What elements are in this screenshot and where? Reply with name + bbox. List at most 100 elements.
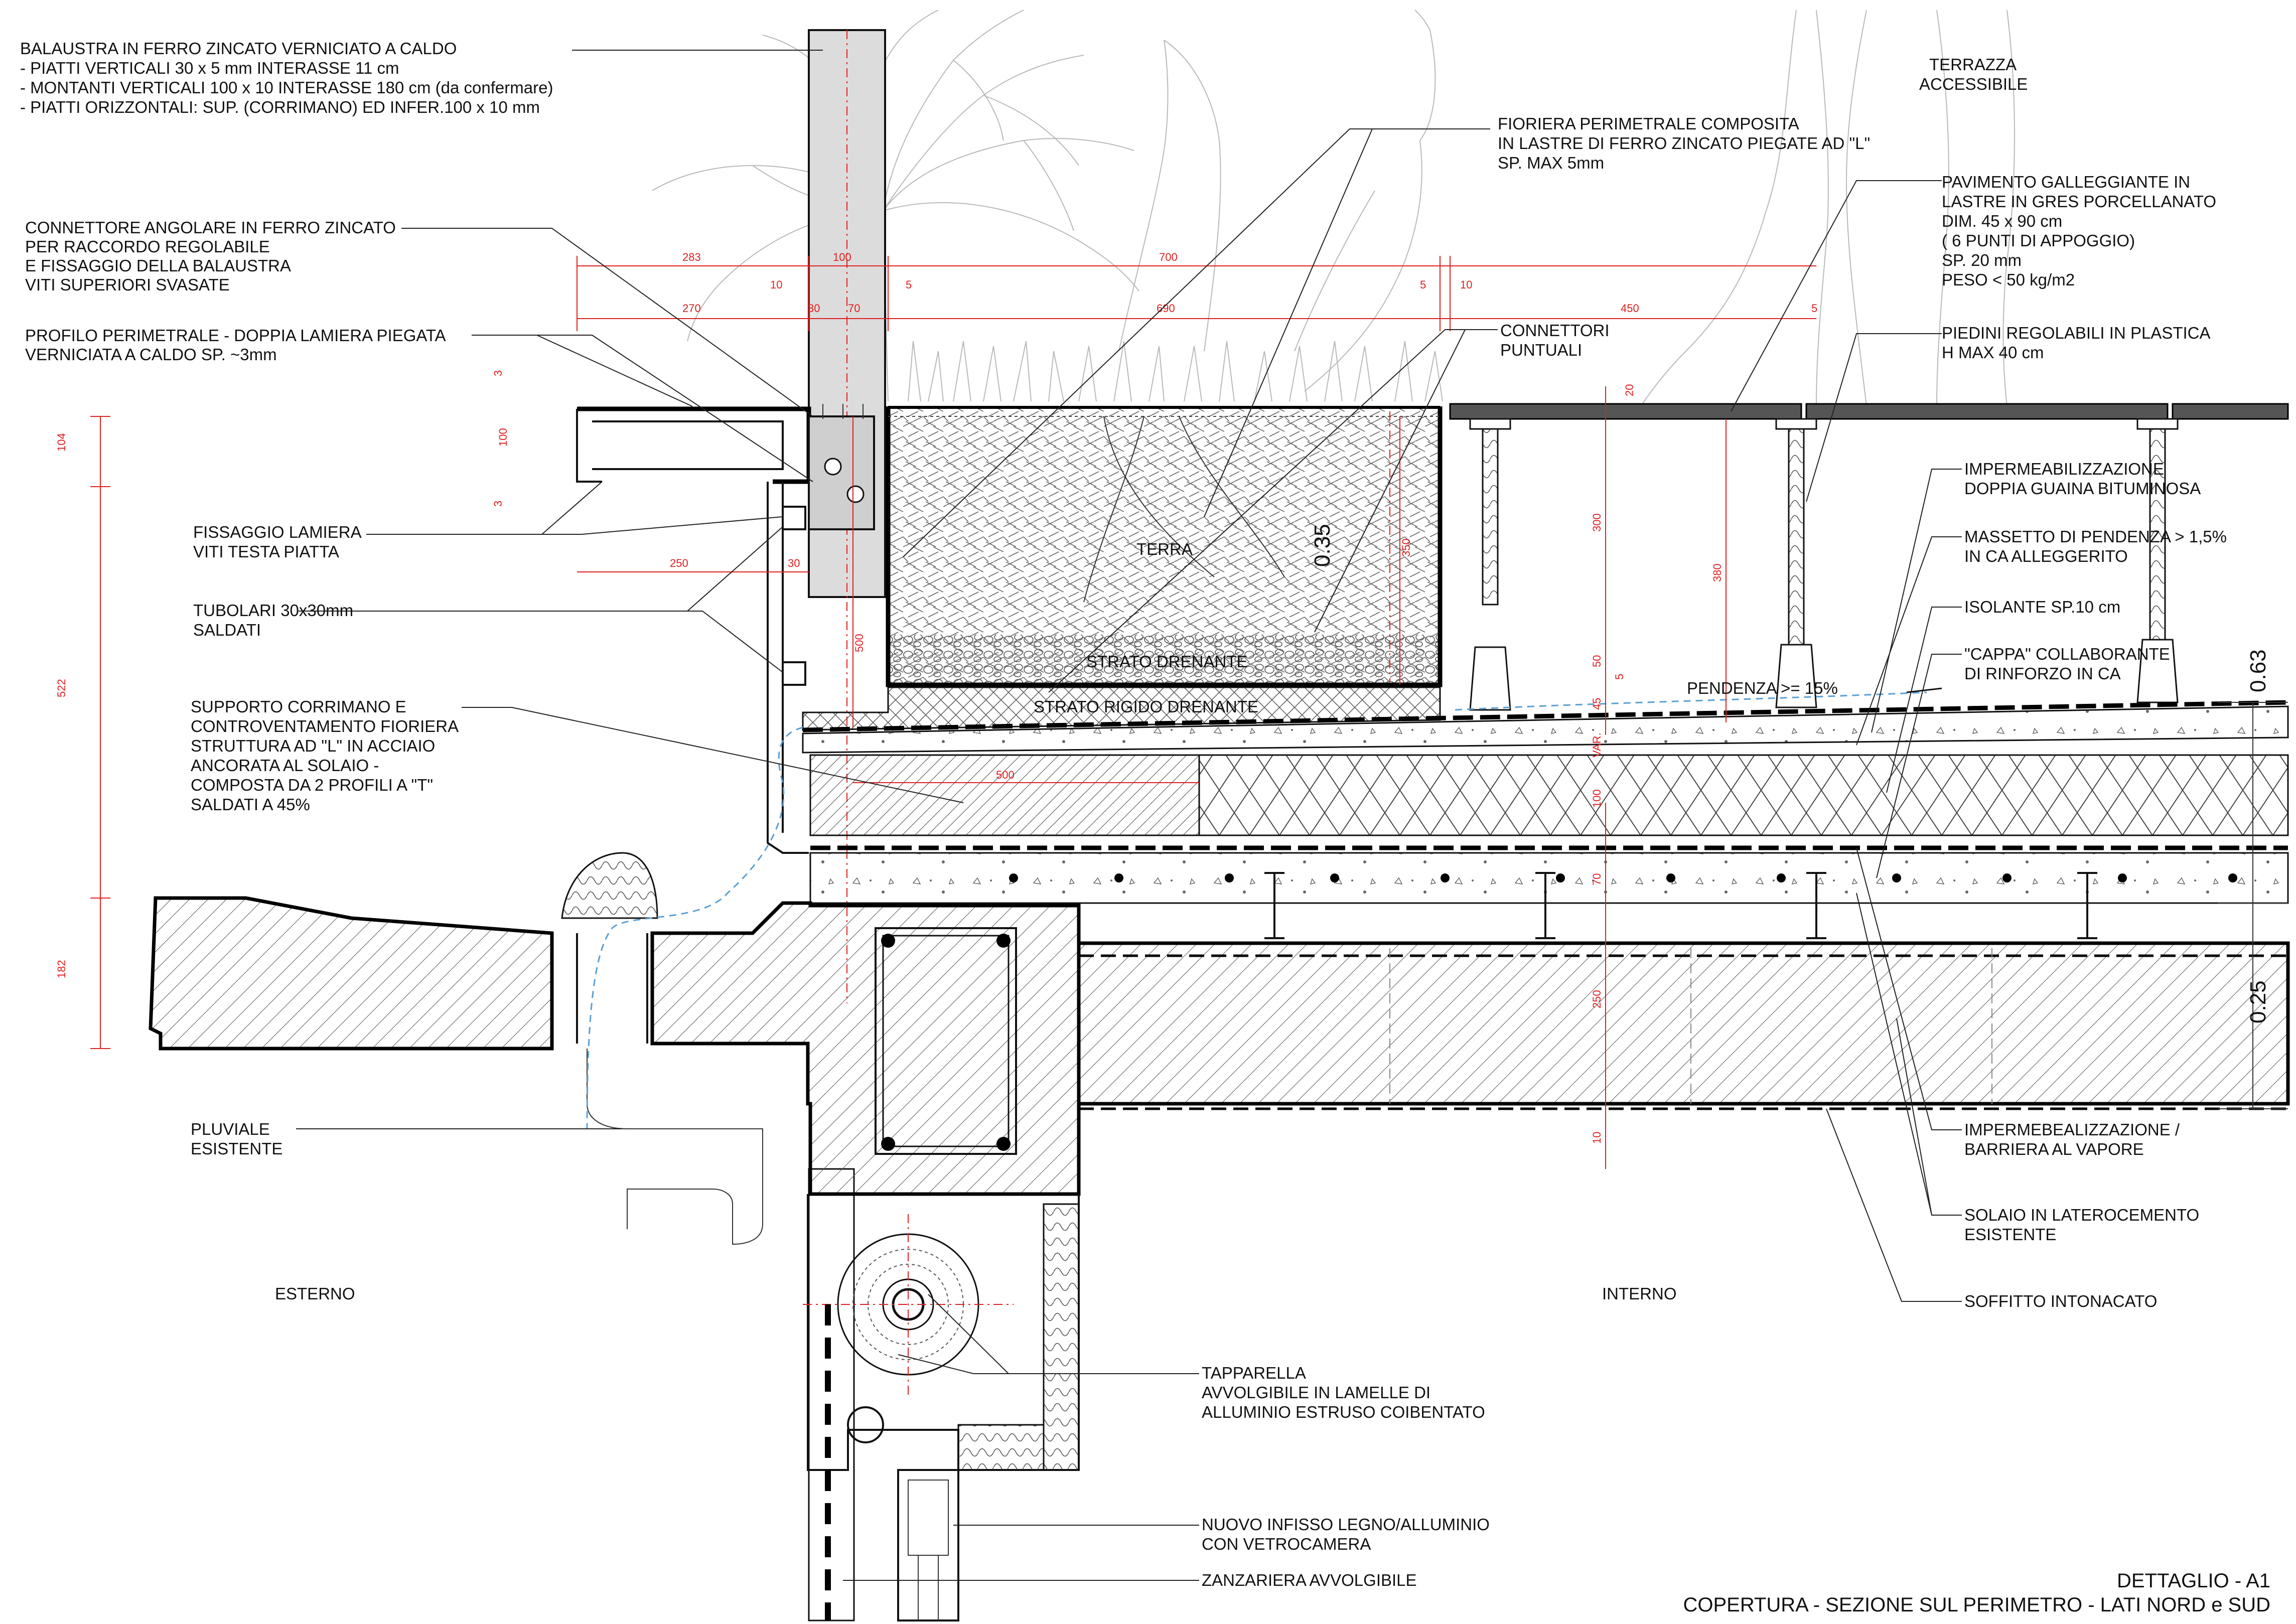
dim-250: 250 bbox=[670, 557, 688, 569]
dim-700: 700 bbox=[1159, 251, 1178, 263]
dim-500v: 500 bbox=[853, 634, 866, 652]
label-fissaggio-2: VITI TESTA PIATTA bbox=[193, 542, 339, 561]
dim-450: 450 bbox=[1621, 302, 1639, 315]
shutter-box bbox=[803, 1194, 1080, 1621]
dim-var: VAR. bbox=[1591, 732, 1603, 758]
dim-5b: 5 bbox=[1420, 278, 1426, 291]
label-pavimento-2: LASTRE IN GRES PORCELLANATO bbox=[1942, 192, 2216, 211]
label-tubolari-2: SALDATI bbox=[193, 621, 261, 639]
title-block: DETTAGLIO - A1 COPERTURA - SEZIONE SUL P… bbox=[1683, 1570, 2270, 1616]
label-solaio-1: SOLAIO IN LATEROCEMENTO bbox=[1964, 1206, 2199, 1224]
dim-182: 182 bbox=[55, 960, 68, 978]
dimension-labels: 283 100 700 270 10 30 70 5 690 5 10 450 … bbox=[55, 251, 2270, 1144]
dim-10a: 10 bbox=[770, 278, 782, 291]
dim-5d: 5 bbox=[1613, 674, 1626, 680]
label-connettore-4: VITI SUPERIORI SVASATE bbox=[25, 275, 230, 294]
dim-5a: 5 bbox=[906, 278, 912, 291]
title-line-1: DETTAGLIO - A1 bbox=[2117, 1570, 2270, 1592]
label-impermeab-top-2: DOPPIA GUAINA BITUMINOSA bbox=[1964, 479, 2201, 498]
dim-5c: 5 bbox=[1811, 302, 1817, 315]
label-terrazza-2: ACCESSIBILE bbox=[1919, 75, 2028, 93]
dim-100: 100 bbox=[833, 251, 851, 263]
dim-690: 690 bbox=[1157, 302, 1175, 315]
dim-30b: 30 bbox=[788, 557, 800, 569]
label-tapparella-2: AVVOLGIBILE IN LAMELLE DI bbox=[1202, 1383, 1430, 1402]
label-balaustra-2: - PIATTI VERTICALI 30 x 5 mm INTERASSE 1… bbox=[20, 59, 399, 77]
label-tapparella-3: ALLUMINIO ESTRUSO COIBENTATO bbox=[1202, 1403, 1485, 1421]
label-balaustra-4: - PIATTI ORIZZONTALI: SUP. (CORRIMANO) E… bbox=[20, 98, 540, 116]
label-zanzariera: ZANZARIERA AVVOLGIBILE bbox=[1202, 1571, 1417, 1589]
label-impermeab-bottom-2: BARRIERA AL VAPORE bbox=[1964, 1140, 2144, 1158]
dim-30: 30 bbox=[808, 302, 820, 315]
dim-522: 522 bbox=[55, 679, 68, 697]
dim-100c: 100 bbox=[1591, 789, 1603, 808]
perimeter-beam bbox=[149, 691, 1927, 1245]
dim-350: 350 bbox=[1400, 538, 1412, 557]
dim-3b: 3 bbox=[492, 501, 504, 507]
label-pavimento-4: ( 6 PUNTI DI APPOGGIO) bbox=[1942, 231, 2135, 250]
label-terrazza-1: TERRAZZA bbox=[1929, 55, 2017, 74]
dim-10c: 10 bbox=[1591, 1132, 1603, 1144]
label-impermeab-top-1: IMPERMEABILIZZAZIONE bbox=[1964, 460, 2164, 478]
roof-layers bbox=[802, 700, 2290, 1110]
label-pavimento-6: PESO < 50 kg/m2 bbox=[1942, 270, 2075, 289]
label-connettori-1: CONNETTORI bbox=[1500, 321, 1610, 340]
label-soffitto: SOFFITTO INTONACATO bbox=[1964, 1292, 2157, 1310]
dim-250b: 250 bbox=[1591, 990, 1603, 1008]
dim-283: 283 bbox=[682, 251, 701, 263]
dim-45: 45 bbox=[1591, 698, 1603, 710]
dim-50: 50 bbox=[1591, 655, 1603, 667]
label-pavimento-3: DIM. 45 x 90 cm bbox=[1942, 212, 2062, 230]
dimension-lines bbox=[90, 256, 2288, 1169]
title-line-2: COPERTURA - SEZIONE SUL PERIMETRO - LATI… bbox=[1683, 1594, 2270, 1616]
label-pendenza: PENDENZA >= 15% bbox=[1687, 679, 1838, 697]
dim-270: 270 bbox=[682, 302, 701, 315]
label-pavimento-1: PAVIMENTO GALLEGGIANTE IN bbox=[1942, 173, 2190, 191]
label-piedini-1: PIEDINI REGOLABILI IN PLASTICA bbox=[1942, 324, 2211, 342]
label-connettori-2: PUNTUALI bbox=[1500, 341, 1582, 359]
label-pluviale-1: PLUVIALE bbox=[191, 1120, 270, 1138]
label-impermeab-bottom-1: IMPERMEBEALIZZAZIONE / bbox=[1964, 1120, 2180, 1139]
label-massetto-2: IN CA ALLEGGERITO bbox=[1964, 547, 2128, 565]
label-tapparella-1: TAPPARELLA bbox=[1202, 1364, 1306, 1382]
dim-20: 20 bbox=[1623, 384, 1636, 396]
label-interno: INTERNO bbox=[1602, 1284, 1677, 1303]
dim-380: 380 bbox=[1711, 563, 1724, 582]
label-strato-drenante: STRATO DRENANTE bbox=[1086, 652, 1247, 671]
dim-104: 104 bbox=[55, 433, 68, 452]
label-supporto-3: STRUTTURA AD "L" IN ACCIAIO bbox=[191, 736, 435, 755]
label-connettore-1: CONNETTORE ANGOLARE IN FERRO ZINCATO bbox=[25, 218, 396, 237]
label-cappa-1: "CAPPA" COLLABORANTE bbox=[1964, 645, 2170, 663]
label-pavimento-5: SP. 20 mm bbox=[1942, 251, 2022, 269]
label-supporto-4: ANCORATA AL SOLAIO - bbox=[191, 756, 379, 775]
label-fissaggio-1: FISSAGGIO LAMIERA bbox=[193, 523, 362, 541]
leader-lines bbox=[296, 50, 1962, 1581]
dim-500h: 500 bbox=[996, 769, 1015, 781]
label-isolante: ISOLANTE SP.10 cm bbox=[1964, 598, 2120, 616]
label-massetto-1: MASSETTO DI PENDENZA > 1,5% bbox=[1964, 527, 2227, 546]
annotation-labels: BALAUSTRA IN FERRO ZINCATO VERNICIATO A … bbox=[20, 39, 2227, 1589]
label-strato-rigido: STRATO RIGIDO DRENANTE bbox=[1034, 697, 1258, 716]
label-tubolari-1: TUBOLARI 30x30mm bbox=[193, 601, 353, 620]
label-connettore-3: E FISSAGGIO DELLA BALAUSTRA bbox=[25, 256, 291, 275]
label-piedini-2: H MAX 40 cm bbox=[1942, 343, 2044, 362]
label-supporto-6: SALDATI A 45% bbox=[191, 795, 310, 814]
label-profilo-1: PROFILO PERIMETRALE - DOPPIA LAMIERA PIE… bbox=[25, 326, 446, 345]
planter bbox=[886, 406, 1443, 687]
label-fioriera-2: IN LASTRE DI FERRO ZINCATO PIEGATE AD "L… bbox=[1498, 134, 1870, 153]
label-fioriera-1: FIORIERA PERIMETRALE COMPOSITA bbox=[1498, 114, 1799, 133]
label-profilo-2: VERNICIATA A CALDO SP. ~3mm bbox=[25, 345, 277, 364]
label-terra: TERRA bbox=[1136, 540, 1193, 558]
label-cappa-2: DI RINFORZO IN CA bbox=[1964, 664, 2121, 683]
dim-big-025: 0.25 bbox=[2246, 980, 2270, 1023]
label-fioriera-3: SP. MAX 5mm bbox=[1498, 154, 1604, 172]
dim-100b: 100 bbox=[497, 428, 509, 447]
label-solaio-2: ESISTENTE bbox=[1964, 1225, 2056, 1244]
dim-10b: 10 bbox=[1460, 278, 1472, 291]
dim-70b: 70 bbox=[1591, 873, 1603, 885]
dim-70: 70 bbox=[848, 302, 860, 315]
label-supporto-1: SUPPORTO CORRIMANO E bbox=[191, 697, 406, 716]
floating-floor bbox=[1449, 403, 2289, 711]
dim-big-035: 0.35 bbox=[1310, 524, 1335, 567]
